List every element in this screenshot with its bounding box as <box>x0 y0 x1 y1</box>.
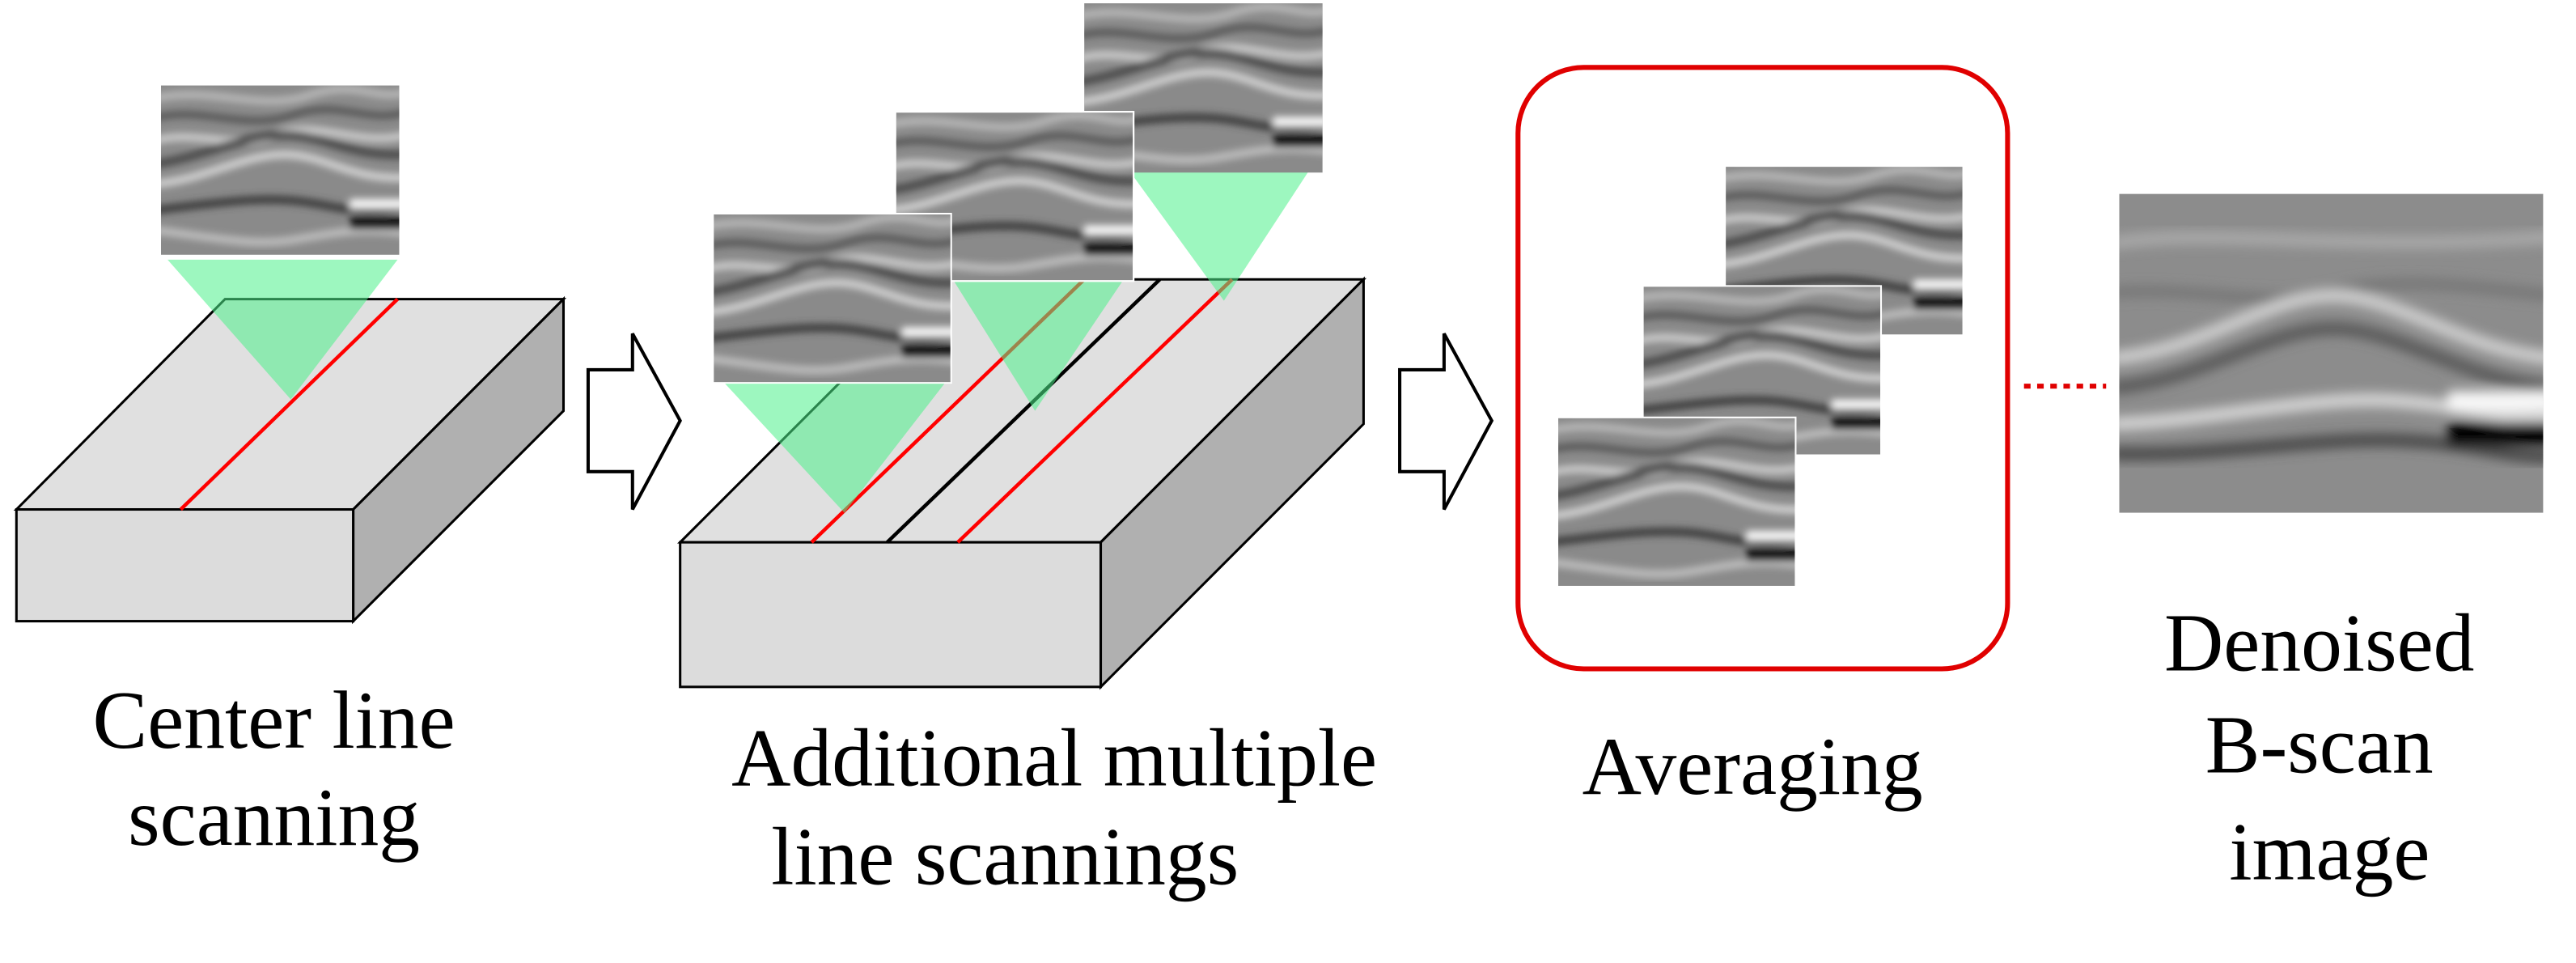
center-scan-line <box>885 278 1162 544</box>
label-scanning: scanning <box>128 772 420 863</box>
label-denoised: Denoised <box>2164 598 2474 689</box>
label-averaging: Averaging <box>1582 721 1923 812</box>
beam <box>1127 168 1311 301</box>
multiple-line-panel <box>676 3 1367 690</box>
label-bscan: B-scan <box>2205 699 2434 790</box>
label-center-line: Center line <box>92 675 455 766</box>
bscan-image <box>705 214 960 383</box>
arrow-right-icon <box>1398 333 1494 511</box>
svg-text:Center line scanning A: Center line scanning Additional multiple… <box>92 598 2494 902</box>
label-line-scannings: line scannings <box>771 811 1239 901</box>
averaging-panel <box>1515 65 2010 672</box>
scan-line <box>956 278 1234 544</box>
bscan-image <box>1549 418 1804 587</box>
arrow-right-icon <box>586 333 682 511</box>
center-line-panel <box>13 86 567 625</box>
beam <box>952 279 1124 411</box>
scan-line <box>179 297 399 511</box>
denoised-bscan-image <box>2111 194 2554 513</box>
averaging-frame <box>1515 65 2010 672</box>
bscan-image <box>153 86 408 255</box>
label-image: image <box>2229 806 2430 897</box>
beam <box>167 259 398 400</box>
label-additional: Additional multiple <box>731 713 1377 804</box>
beam <box>722 381 947 513</box>
